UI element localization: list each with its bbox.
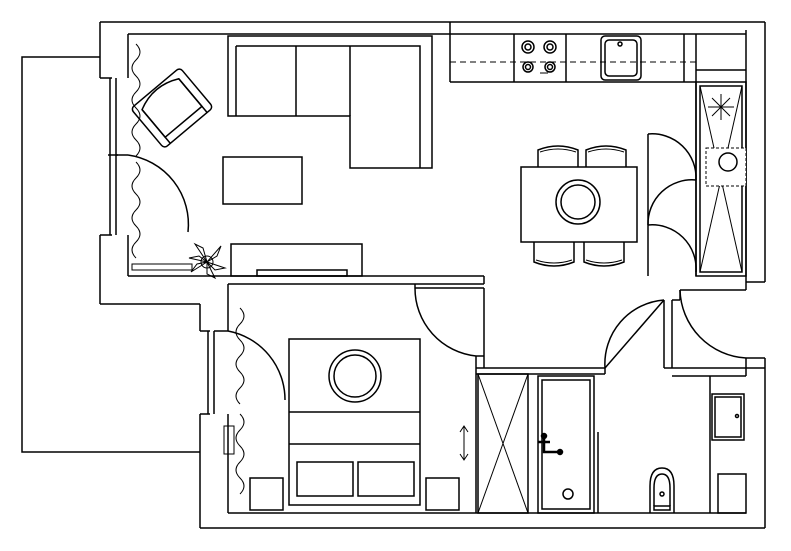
sink-icon bbox=[601, 36, 641, 80]
bedroom-door-swing bbox=[415, 288, 484, 356]
toilet-icon bbox=[650, 468, 674, 513]
coffee-table bbox=[223, 157, 302, 204]
dining-chair-icon bbox=[534, 146, 626, 266]
dining-table bbox=[521, 167, 637, 242]
balcony-door-swing bbox=[116, 155, 188, 232]
armchair-icon bbox=[131, 68, 213, 149]
bathroom-door-swing bbox=[605, 300, 664, 368]
washing-machine-icon bbox=[712, 394, 744, 440]
bathroom-cabinet bbox=[718, 474, 746, 513]
bed bbox=[289, 339, 420, 505]
outer-walls bbox=[100, 22, 765, 528]
cooktop-icon bbox=[522, 41, 556, 73]
curtain-icon bbox=[224, 308, 244, 494]
curtain-icon bbox=[132, 44, 192, 270]
plant-icon bbox=[189, 244, 225, 278]
door-swing-icon bbox=[648, 134, 696, 276]
shower-icon bbox=[538, 376, 598, 513]
sliding-arrow-icon bbox=[460, 426, 468, 460]
entrance-door-swing bbox=[680, 290, 746, 358]
bedroom-window-door-swing bbox=[214, 331, 285, 400]
tv-console bbox=[231, 244, 362, 276]
nightstand-left bbox=[250, 478, 283, 510]
nightstand-right bbox=[426, 478, 459, 510]
balcony-outline bbox=[22, 57, 200, 452]
wardrobe bbox=[478, 374, 528, 513]
sofa bbox=[228, 36, 432, 168]
window-bedroom bbox=[208, 331, 214, 414]
